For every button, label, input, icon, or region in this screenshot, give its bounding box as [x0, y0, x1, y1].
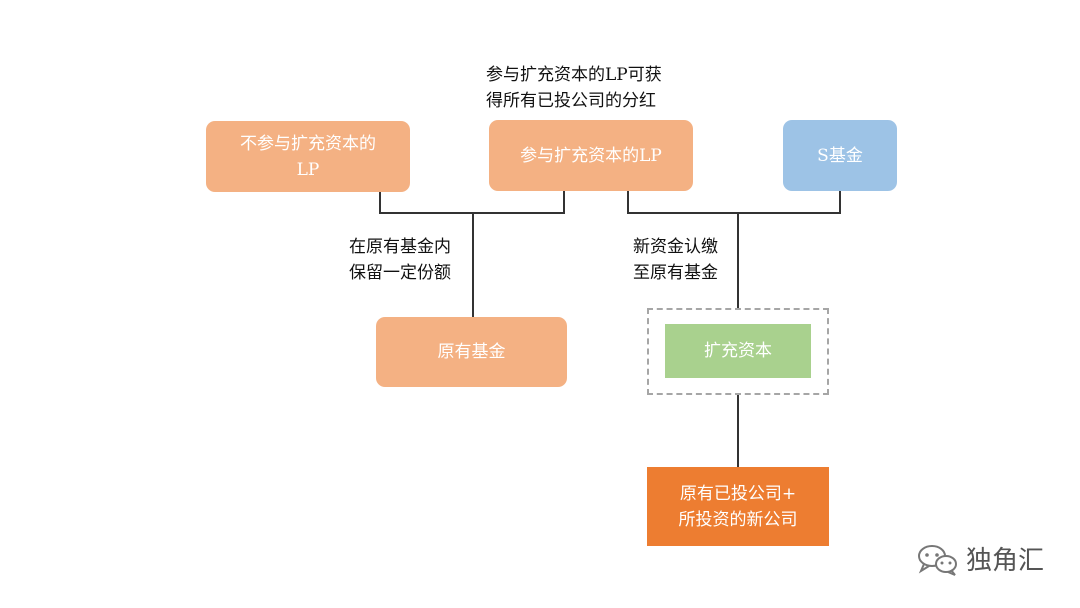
node-original-fund: 原有基金	[376, 317, 567, 387]
connector-to-original-fund	[472, 213, 474, 317]
watermark: 独角汇	[916, 540, 1044, 577]
note-dividend: 参与扩充资本的LP可获 得所有已投公司的分红	[486, 65, 662, 111]
connector-s-fund-down	[839, 190, 841, 213]
expansion-dashed-frame	[647, 308, 829, 395]
connector-right-bar	[627, 212, 841, 214]
node-capital-expansion: 扩充资本	[665, 324, 811, 378]
watermark-text: 独角汇	[966, 546, 1045, 576]
note-subscribe: 新资金认缴 至原有基金	[633, 237, 718, 283]
connector-left-lp-down	[379, 192, 381, 213]
node-s-fund: S基金	[783, 120, 897, 191]
note-retain-share: 在原有基金内 保留一定份额	[349, 237, 451, 283]
connector-expansion-to-companies	[737, 395, 739, 467]
connector-mid-lp-down-left	[563, 190, 565, 213]
connector-mid-lp-down-right	[627, 190, 629, 213]
wechat-icon	[916, 542, 960, 576]
node-companies: 原有已投公司+ 所投资的新公司	[647, 467, 829, 546]
connector-to-expansion	[737, 213, 739, 308]
node-lp-not-participating: 不参与扩充资本的 LP	[206, 121, 410, 192]
node-lp-participating: 参与扩充资本的LP	[489, 120, 693, 191]
